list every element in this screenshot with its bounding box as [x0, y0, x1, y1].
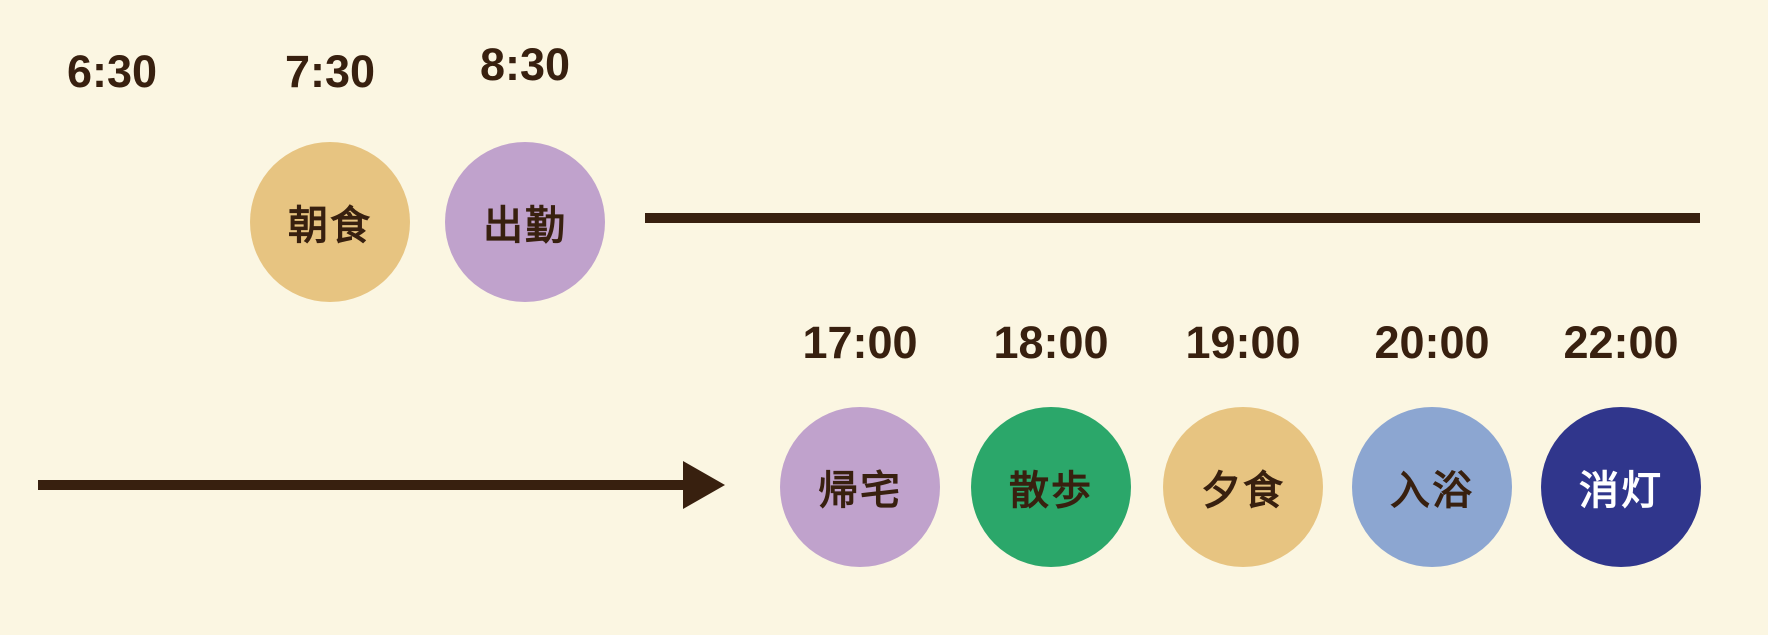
time-label-evening-4: 22:00	[1563, 317, 1679, 368]
event-label: 帰宅	[818, 469, 902, 513]
event-circle-evening-4: 消灯	[1541, 407, 1701, 567]
event-label: 入浴	[1390, 469, 1474, 513]
event-circle-morning-1: 出勤	[445, 142, 605, 302]
time-label-morning-1: 7:30	[284, 46, 376, 97]
event-circle-evening-2: 夕食	[1163, 407, 1323, 567]
event-label: 夕食	[1201, 469, 1285, 513]
time-label-evening-0: 17:00	[802, 317, 918, 368]
event-label: 散歩	[1009, 469, 1093, 513]
event-label: 朝食	[288, 204, 372, 248]
evening-arrow-head-icon	[683, 461, 725, 509]
time-label-evening-2: 19:00	[1185, 317, 1301, 368]
event-label: 出勤	[483, 204, 567, 248]
event-circle-evening-3: 入浴	[1352, 407, 1512, 567]
event-circle-evening-1: 散歩	[971, 407, 1131, 567]
time-label-morning-2: 8:30	[479, 39, 571, 90]
time-label-morning-0: 6:30	[66, 46, 158, 97]
event-circle-evening-0: 帰宅	[780, 407, 940, 567]
time-label-evening-3: 20:00	[1374, 317, 1490, 368]
evening-arrow-shaft	[38, 480, 683, 490]
morning-timeline-line	[645, 213, 1700, 223]
time-label-evening-1: 18:00	[993, 317, 1109, 368]
event-circle-morning-0: 朝食	[250, 142, 410, 302]
event-label: 消灯	[1579, 469, 1663, 513]
